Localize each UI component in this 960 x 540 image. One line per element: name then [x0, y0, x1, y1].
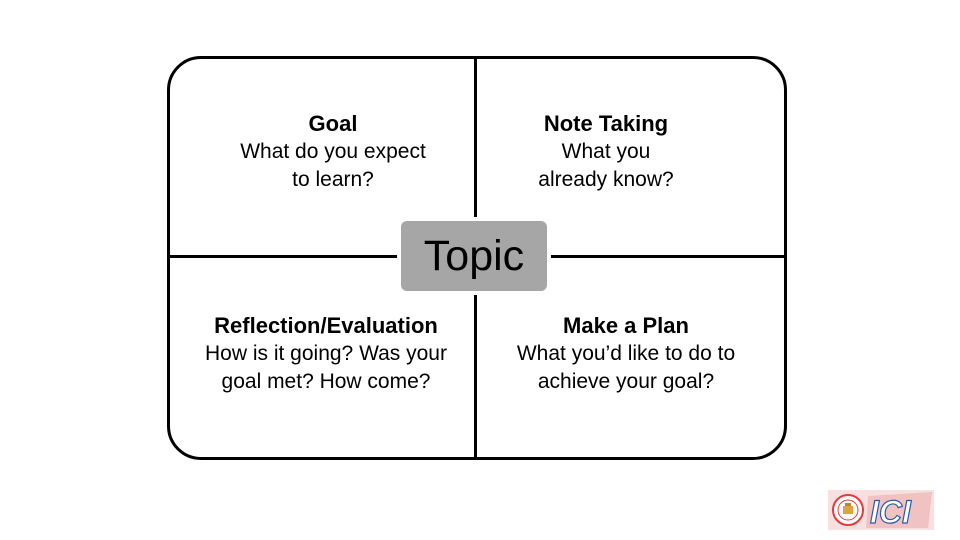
- topic-label: Topic: [423, 231, 525, 280]
- ici-logo-icon: ICI: [828, 490, 934, 531]
- quadrant-text-line: already know?: [538, 168, 674, 191]
- diagram-frame: [167, 56, 787, 460]
- quadrant-text-line: goal met? How come?: [221, 370, 431, 393]
- quadrant-title: Make a Plan: [563, 313, 689, 338]
- quadrant-title: Reflection/Evaluation: [214, 313, 438, 338]
- quadrant-text-line: What you’d like to do to: [516, 342, 736, 365]
- quadrant-text-line: How is it going? Was your: [205, 342, 447, 365]
- quadrant-title: Goal: [308, 111, 358, 136]
- quadrant-text-line: achieve your goal?: [537, 370, 715, 393]
- topic-center-box: Topic: [397, 217, 551, 295]
- quadrant-text-line: What you: [561, 140, 651, 163]
- quadrant-title: Note Taking: [543, 111, 669, 136]
- logo-text: ICI: [870, 494, 912, 530]
- quadrant-goal: Goal What do you expect to learn?: [213, 110, 453, 194]
- quadrant-text-line: What do you expect: [240, 140, 426, 163]
- quadrant-make-a-plan: Make a Plan What you’d like to do to ach…: [496, 312, 756, 396]
- quadrant-note-taking: Note Taking What you already know?: [496, 110, 716, 194]
- quadrant-reflection-evaluation: Reflection/Evaluation How is it going? W…: [178, 312, 474, 396]
- quadrant-text-line: to learn?: [292, 168, 374, 191]
